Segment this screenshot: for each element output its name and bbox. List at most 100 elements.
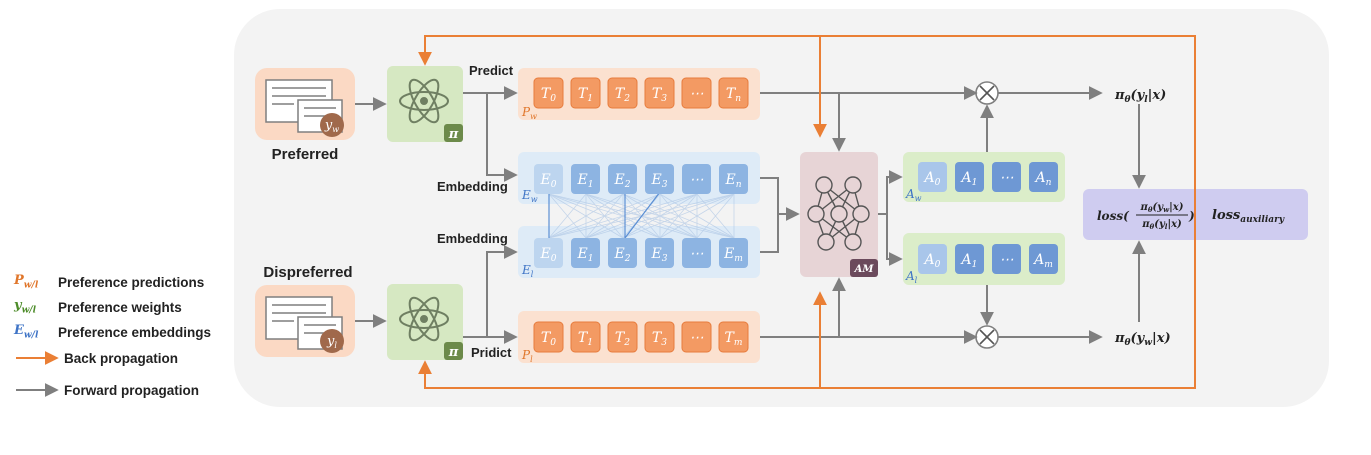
token [682,164,711,194]
output-top: πθ(yl|x) [1114,88,1166,105]
token [608,164,637,194]
token-label: T1 [578,330,593,348]
token-label: Em [723,246,743,264]
token [955,244,984,274]
token-label: T3 [652,86,667,104]
token-label: ⋯ [1000,170,1014,186]
circled-times-icon [979,329,995,345]
token [534,238,563,268]
token-label: T3 [652,330,667,348]
token-label: ⋯ [1000,252,1014,268]
token [645,238,674,268]
circled-times-icon [979,85,995,101]
cross-line [659,193,735,239]
token [607,321,638,353]
token-label: E3 [650,172,667,190]
legend-back-propagation: Back propagation [14,347,178,369]
policy-badge: π [448,345,459,360]
token-label: T2 [615,86,630,104]
cross-line [622,193,735,239]
token-label: A1 [960,252,978,270]
token-label: A1 [960,170,978,188]
token [571,164,600,194]
weight-tokens-top: A0 A1 ⋯ An [918,162,1058,192]
token-label: E0 [539,172,556,190]
cross-line [585,193,735,239]
embedding-label-top: Embedding [437,179,508,194]
cross-line [548,193,698,239]
pred-tokens-top: T0 T1 T2 T3 ⋯ Tn [533,77,749,109]
token-label: An [1034,170,1052,188]
token-label: T1 [578,86,593,104]
am-badge: AM [854,264,875,275]
cross-line [548,193,624,239]
token [571,238,600,268]
legend-back-label: Back propagation [64,350,179,366]
token [570,77,601,109]
dispreferred-label: Dispreferred [263,264,352,281]
loss-main: loss( πθ(yw|x) πθ(yl|x) ) [1097,202,1195,231]
cross-line [548,193,661,239]
token [918,162,947,192]
svg-text:loss(: loss( [1097,209,1130,223]
token [608,238,637,268]
token-label: ⋯ [690,172,704,188]
token-label: T0 [541,86,556,104]
token [992,162,1021,192]
multiply-top [975,81,999,105]
legend-key: Pw/l [14,273,39,291]
forward-arrows [355,86,1146,344]
token [918,244,947,274]
output-bottom: πθ(yw|x) [1114,331,1171,348]
svg-text:πθ(yw|x): πθ(yw|x) [1140,202,1184,214]
token [681,321,712,353]
policy-badge: π [448,127,459,142]
token [1029,162,1058,192]
token [607,77,638,109]
token [955,162,984,192]
token [644,321,675,353]
token [533,77,564,109]
token-label: Tn [726,86,741,104]
main-panel [234,9,1329,407]
embedding-label-bottom: Embedding [437,231,508,246]
strip-label-pl: Pl [521,348,533,364]
token-label: E3 [650,246,667,264]
attention-model: AM [800,152,878,277]
legend-item: Pw/l Preference predictions [14,271,204,293]
token-label: ⋯ [690,246,704,262]
token [719,164,748,194]
token-label: E1 [576,172,593,190]
strip-label-el: El [521,263,534,279]
token [681,77,712,109]
legend-label: Preference predictions [58,274,205,290]
token [992,244,1021,274]
legend-forward-propagation: Forward propagation [14,379,199,401]
legend-key: yw/l [14,298,37,316]
svg-text:): ) [1188,209,1195,223]
preferred-label: Preferred [272,146,339,163]
dispreferred-document: yl [255,285,355,357]
strip-label-al: Al [905,269,918,285]
token-label: ⋯ [690,86,704,102]
multiply-bottom [975,325,999,349]
token [534,164,563,194]
legend-label: Preference weights [58,299,182,315]
neural-network-icon [807,176,870,251]
legend-label: Preference embeddings [58,324,212,340]
token-label: A0 [923,170,941,188]
token-label: E2 [613,172,630,190]
token [645,164,674,194]
atom-icon [399,78,449,124]
token [682,238,711,268]
doc-bottom-badge: yl [326,334,337,350]
token [570,321,601,353]
embedding-highlight-lines [548,191,661,239]
token-label: T0 [541,330,556,348]
